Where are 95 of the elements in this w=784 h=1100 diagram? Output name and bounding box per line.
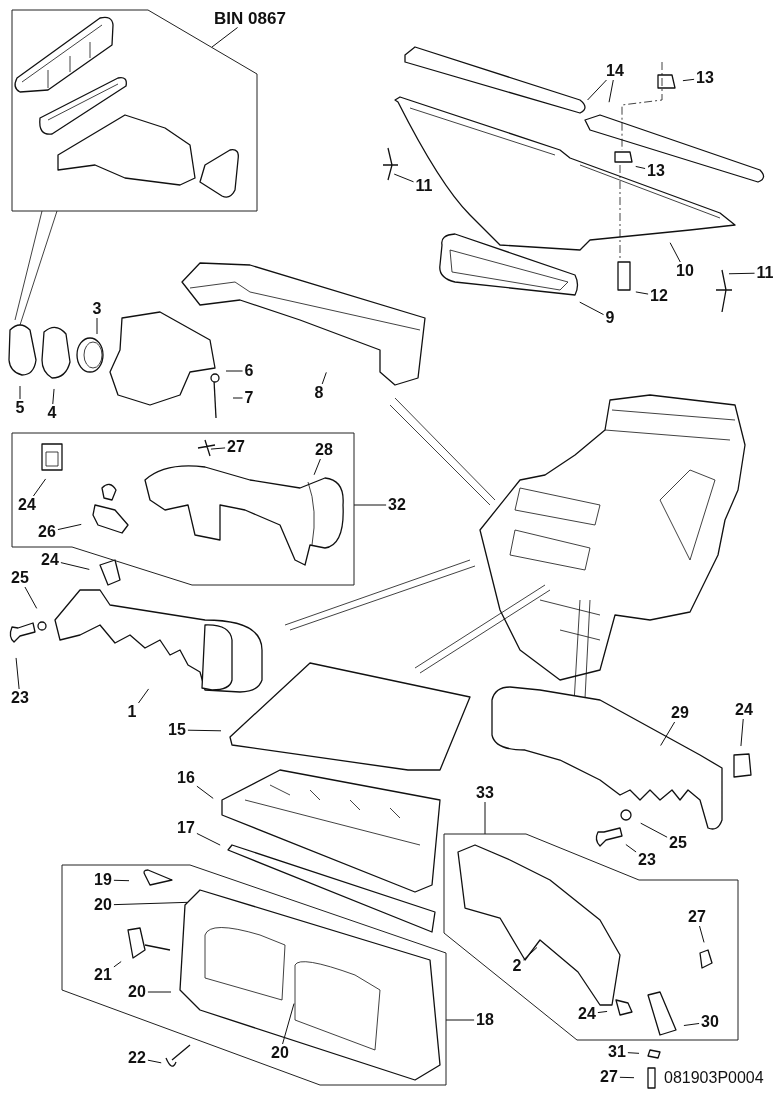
leader-line bbox=[15, 657, 20, 690]
callout-number: 24 bbox=[735, 702, 753, 718]
leader-line bbox=[635, 165, 646, 170]
leader-line bbox=[19, 385, 21, 400]
callout-number: 29 bbox=[671, 705, 689, 721]
callout-number: 10 bbox=[676, 263, 694, 279]
callout-number: 25 bbox=[669, 835, 687, 851]
leader-line bbox=[137, 688, 150, 704]
callout-number: 30 bbox=[701, 1014, 719, 1030]
callout-number: 26 bbox=[38, 524, 56, 540]
callout-number: 22 bbox=[128, 1050, 146, 1066]
callout-number: 4 bbox=[47, 405, 57, 421]
leader-line bbox=[522, 947, 538, 961]
callout-number: 11 bbox=[756, 265, 774, 281]
callout-number: 13 bbox=[647, 163, 665, 179]
leader-line bbox=[682, 78, 695, 82]
leader-line bbox=[699, 925, 705, 943]
callout-number: 24 bbox=[41, 552, 59, 568]
callout-number: 20 bbox=[94, 897, 112, 913]
callout-number: 5 bbox=[15, 400, 25, 416]
leader-line bbox=[147, 1059, 162, 1064]
callout-number: 20 bbox=[271, 1045, 289, 1061]
callout-number: 27 bbox=[600, 1069, 618, 1085]
callout-number: 31 bbox=[608, 1044, 626, 1060]
leader-line bbox=[211, 27, 239, 48]
leader-line bbox=[484, 801, 486, 835]
leader-line bbox=[587, 79, 607, 101]
leader-line bbox=[232, 397, 244, 399]
callout-number: 14 bbox=[606, 63, 624, 79]
callout-number: 9 bbox=[605, 310, 615, 326]
callout-number: 32 bbox=[388, 497, 406, 513]
callout-number: 12 bbox=[650, 288, 668, 304]
leader-line bbox=[196, 785, 214, 799]
callout-number: 1 bbox=[127, 704, 137, 720]
callout-number: 27 bbox=[688, 909, 706, 925]
leader-line bbox=[225, 370, 244, 372]
leader-line bbox=[196, 832, 221, 846]
leader-line bbox=[24, 586, 38, 609]
callout-number: 8 bbox=[314, 385, 324, 401]
callout-number: 24 bbox=[18, 497, 36, 513]
callout-number: 19 bbox=[94, 872, 112, 888]
callout-number: 16 bbox=[177, 770, 195, 786]
callout-number: BIN 0867 bbox=[214, 9, 286, 27]
leader-line bbox=[728, 272, 756, 275]
callout-number: 3 bbox=[92, 301, 102, 317]
leader-line bbox=[627, 1052, 640, 1054]
callout-number: 23 bbox=[638, 852, 656, 868]
leader-line bbox=[579, 301, 605, 316]
leader-line bbox=[113, 879, 130, 882]
drawing-number: 081903P0004 bbox=[664, 1069, 764, 1087]
leader-line bbox=[619, 1076, 635, 1079]
leader-line bbox=[321, 371, 327, 385]
leader-line bbox=[660, 721, 676, 747]
leader-line bbox=[683, 1022, 700, 1027]
leader-line bbox=[210, 447, 226, 450]
group-frame bbox=[444, 834, 738, 1040]
leader-line bbox=[52, 388, 55, 405]
callout-number: 11 bbox=[415, 178, 433, 194]
leader-line bbox=[353, 504, 387, 506]
leader-line bbox=[597, 1010, 608, 1014]
leader-line bbox=[96, 317, 98, 335]
leader-line bbox=[282, 1003, 295, 1045]
leader-line bbox=[740, 718, 744, 747]
callout-number: 13 bbox=[696, 70, 714, 86]
leader-line bbox=[147, 991, 172, 993]
callout-number: 28 bbox=[315, 442, 333, 458]
callout-number: 18 bbox=[476, 1012, 494, 1028]
leader-line bbox=[187, 729, 222, 732]
callout-number: 7 bbox=[244, 390, 254, 406]
callout-number: 17 bbox=[177, 820, 195, 836]
callout-number: 15 bbox=[168, 722, 186, 738]
leader-line bbox=[57, 523, 82, 531]
callout-number: 20 bbox=[128, 984, 146, 1000]
leader-line bbox=[635, 291, 649, 295]
group-frame bbox=[12, 433, 354, 585]
leader-line bbox=[32, 478, 47, 497]
callout-number: 33 bbox=[476, 785, 494, 801]
leader-line bbox=[113, 961, 122, 968]
callout-number: 2 bbox=[512, 958, 522, 974]
callout-number: 27 bbox=[227, 439, 245, 455]
leader-line bbox=[640, 822, 668, 838]
leader-line bbox=[669, 242, 681, 263]
callout-number: 25 bbox=[11, 570, 29, 586]
leader-line bbox=[60, 562, 90, 570]
leader-line bbox=[608, 79, 614, 103]
callout-number: 23 bbox=[11, 690, 29, 706]
leader-line bbox=[625, 844, 637, 853]
leader-line bbox=[313, 458, 321, 476]
callout-number: 6 bbox=[244, 363, 254, 379]
leader-line bbox=[393, 173, 415, 183]
callout-number: 24 bbox=[578, 1006, 596, 1022]
callout-number: 21 bbox=[94, 967, 112, 983]
group-frame bbox=[62, 865, 446, 1085]
leader-line bbox=[113, 901, 188, 906]
leader-line bbox=[445, 1019, 475, 1021]
